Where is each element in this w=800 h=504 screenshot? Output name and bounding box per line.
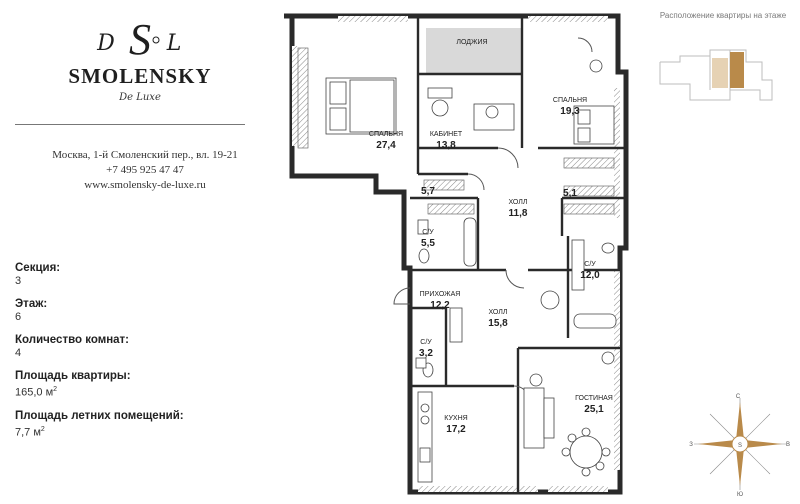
bathtub-icon-2: [571, 239, 617, 329]
compass-icon: S С Ю В З: [689, 394, 790, 496]
room-closet1-area: 5,7: [421, 186, 435, 197]
room-bedroom1-label: СПАЛЬНЯ: [369, 131, 403, 138]
room-bedroom2-area: 19,3: [560, 106, 580, 117]
toilet-icon: [415, 357, 434, 378]
room-bath2-label: С/У: [584, 261, 596, 268]
dining-table-icon: [561, 427, 611, 477]
room-bedroom2-label: СПАЛЬНЯ: [553, 97, 587, 104]
room-bath1-label: С/У: [422, 229, 434, 236]
armchair-icon-2: [601, 351, 615, 365]
apartment-highlight: [730, 52, 744, 88]
floor-location-minimap[interactable]: [650, 40, 790, 110]
bed-icon-2: [573, 59, 615, 145]
room-kitchen-area: 17,2: [446, 424, 466, 435]
room-hall1-label: ХОЛЛ: [509, 199, 528, 206]
spec-summer-area-label: Площадь летних помещений:: [15, 409, 184, 422]
brand-logo: S D L SMOLENSKY De Luxe: [40, 10, 240, 110]
bathtub-icon: [417, 217, 477, 267]
room-hall2-area: 15,8: [488, 318, 508, 329]
room-bath3-area: 3,2: [419, 348, 433, 359]
monogram-icon: S D L: [96, 15, 182, 64]
room-hall2-label: ХОЛЛ: [489, 309, 508, 316]
contact-block: Москва, 1-й Смоленский пер., вл. 19-21 +…: [15, 148, 275, 193]
spec-rooms-label: Количество комнат:: [15, 334, 130, 346]
address: Москва, 1-й Смоленский пер., вл. 19-21: [52, 149, 238, 161]
compass-west-label: З: [689, 442, 693, 448]
outer-wall: [284, 13, 629, 495]
room-study-area: 13,8: [436, 140, 456, 151]
room-bedroom1-area: 27,4: [376, 140, 396, 151]
spec-section-value: 3: [15, 275, 22, 287]
spec-section-label: Секция:: [15, 262, 61, 274]
svg-text:S: S: [129, 15, 151, 64]
kitchen-counter-icon: [417, 391, 433, 483]
spec-rooms-value: 4: [15, 347, 22, 359]
desk-icon: [427, 87, 515, 131]
room-entry-label: ПРИХОЖАЯ: [420, 291, 461, 298]
interior-walls: [410, 16, 626, 492]
spec-summer-area-value: 7,7 м2: [15, 425, 45, 439]
website-link[interactable]: www.smolensky-de-luxe.ru: [84, 179, 206, 191]
location-caption: Расположение квартиры на этаже: [659, 11, 787, 20]
sofa-icon: [523, 373, 555, 449]
brand-subtitle: De Luxe: [119, 92, 161, 103]
room-loggia-label: ЛОДЖИЯ: [456, 39, 487, 46]
svg-text:S: S: [738, 443, 742, 449]
spec-floor-label: Этаж:: [15, 298, 48, 310]
brand-name: SMOLENSKY: [68, 64, 212, 88]
loggia-area: [426, 28, 522, 74]
apartment-specs: Секция: 3 Этаж: 6 Количество комнат: 4 П…: [15, 262, 255, 449]
room-bath2-area: 12,0: [580, 270, 600, 281]
neighbor-highlight: [712, 58, 728, 88]
armchair-icon: [540, 290, 560, 310]
floor-plan[interactable]: СПАЛЬНЯ 27,4 ЛОДЖИЯ КАБИНЕТ 13,8 СПАЛЬНЯ…: [278, 8, 638, 500]
room-study-label: КАБИНЕТ: [430, 131, 463, 138]
room-hall1-area: 11,8: [509, 208, 528, 219]
spec-area-value: 165,0 м2: [15, 386, 58, 399]
compass-north-label: С: [736, 394, 741, 400]
svg-text:D: D: [96, 31, 115, 56]
room-closet2-area: 5,1: [563, 188, 577, 199]
spec-floor-value: 6: [15, 311, 22, 323]
room-living-label: ГОСТИНАЯ: [575, 395, 613, 402]
room-kitchen-label: КУХНЯ: [444, 415, 467, 422]
compass-south-label: Ю: [737, 492, 743, 496]
divider: [15, 124, 245, 125]
svg-text:L: L: [166, 31, 182, 56]
phone[interactable]: +7 495 925 47 47: [106, 164, 184, 176]
room-entry-area: 12,2: [430, 300, 450, 311]
room-bath3-label: С/У: [420, 339, 432, 346]
room-bath1-area: 5,5: [421, 238, 435, 249]
compass-east-label: В: [786, 442, 790, 448]
room-living-area: 25,1: [584, 404, 604, 415]
spec-area-label: Площадь квартиры:: [15, 370, 131, 382]
bed-icon: [325, 77, 397, 135]
